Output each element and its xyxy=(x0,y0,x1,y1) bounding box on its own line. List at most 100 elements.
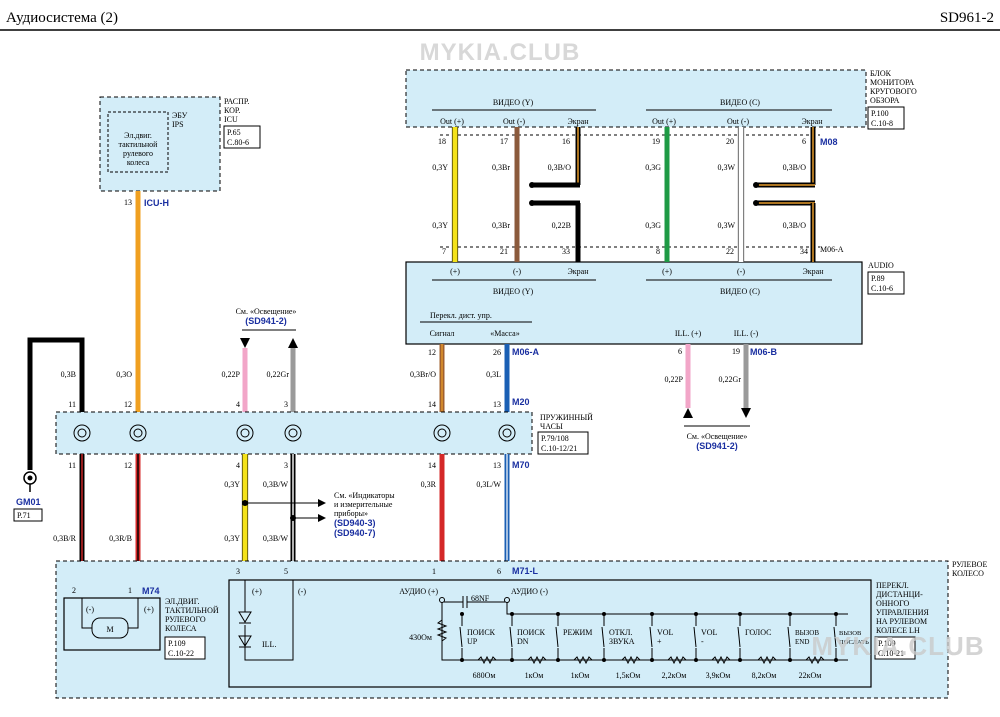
lower-wire-w6: 0,3L/W xyxy=(476,480,501,489)
vw4-wire-bottom: 0,3G xyxy=(645,221,661,230)
remote-pin-a: 12 xyxy=(428,348,436,357)
svg-text:VOL: VOL xyxy=(657,628,674,637)
monitor-title-line2: МОНИТОРА xyxy=(870,78,914,87)
monitor-screen-c: Экран xyxy=(802,117,824,126)
svg-text:UP: UP xyxy=(467,637,478,646)
audio-plus-y: (+) xyxy=(450,267,460,276)
resistor-2: 1кОм xyxy=(525,671,544,680)
audio-ill-minus: ILL. (-) xyxy=(734,329,759,338)
indicator-arrow-1 xyxy=(318,499,326,507)
upper-wire-w4: 0,3L xyxy=(486,370,501,379)
monitor-video-c: ВИДЕО (C) xyxy=(720,98,760,107)
indicator-arrow-2 xyxy=(318,514,326,522)
vw5-pin-top: 20 xyxy=(726,137,734,146)
r-main: 430Ом xyxy=(409,633,432,642)
steering-wheel-zone xyxy=(55,560,949,699)
lighting-right-arrow-pink xyxy=(683,408,693,418)
svg-text:ГОЛОС: ГОЛОС xyxy=(745,628,771,637)
vw5-pin-bottom: 22 xyxy=(726,247,734,256)
cs-pin-bottom-4: 3 xyxy=(284,461,288,470)
indicators-ref1: (SD940-3) xyxy=(334,518,376,528)
lighting-left-ref: (SD941-2) xyxy=(245,316,287,326)
cs-pin-top-4: 3 xyxy=(284,400,288,409)
vw3-wire-top: 0,3B/O xyxy=(548,163,572,172)
ecu-inner-line4: колеса xyxy=(127,158,150,167)
cs-pin-top-1: 11 xyxy=(68,400,76,409)
ground-icon-core xyxy=(27,475,33,481)
monitor-out-minus-c: Out (-) xyxy=(727,117,749,126)
vw6-pin-top: 6 xyxy=(802,137,806,146)
lower-wire-w3a: 0,3Y xyxy=(224,480,240,489)
vw5-wire-top: 0,3W xyxy=(717,163,735,172)
led-icon xyxy=(238,611,252,623)
ground-ref-box xyxy=(13,508,43,522)
upper-wire-w3: 0,3Br/O xyxy=(410,370,436,379)
lighting-right-arrow-gray xyxy=(741,408,751,418)
audio-title: AUDIO xyxy=(868,261,894,270)
audio-ill-plus: ILL. (+) xyxy=(675,329,702,338)
vw3-pin-top: 16 xyxy=(562,137,570,146)
svg-text:ОТКЛ.: ОТКЛ. xyxy=(609,628,632,637)
switch-ref-line2: C.10-21 xyxy=(878,649,904,658)
clock-spring-ref-line1: P.79/108 xyxy=(541,434,569,443)
audio-minus-y: (-) xyxy=(513,267,521,276)
remote-switch-box xyxy=(228,579,872,688)
monitor-out-plus-c: Out (+) xyxy=(652,117,676,126)
resistor-7: 8,2кОм xyxy=(752,671,777,680)
resistor-8: 22кОм xyxy=(799,671,822,680)
vw1-pin-bottom: 7 xyxy=(442,247,446,256)
switch-ref-line1: P.109 xyxy=(878,639,896,648)
cs-pin-bottom-6: 13 xyxy=(493,461,501,470)
clock-spring-coil-4 xyxy=(284,424,302,442)
switch-line2: ДИСТАНЦИ- xyxy=(876,590,923,599)
motor-line2: ТАКТИЛЬНОЙ xyxy=(165,606,219,615)
switch-line6: КОЛЕСЕ LH xyxy=(876,626,920,635)
ecu-ips-zone xyxy=(99,96,221,192)
splice-c-1 xyxy=(753,182,759,188)
wire-ground-black xyxy=(27,337,85,470)
clock-spring-connector-top: M20 xyxy=(512,397,530,407)
ecu-inner-line2: тактильной xyxy=(119,140,159,149)
lighting-left-arrow-gray xyxy=(288,338,298,348)
cs-pin-bottom-1: 11 xyxy=(68,461,76,470)
button-6: VOL - xyxy=(693,612,718,662)
clock-spring-coil-2 xyxy=(129,424,147,442)
monitor-out-plus-y: Out (+) xyxy=(440,117,464,126)
lighting-right-pin-a: 6 xyxy=(678,347,682,356)
lower-wire-w1: 0,3B/R xyxy=(53,534,77,543)
resistor-4: 1,5кОм xyxy=(616,671,641,680)
vw2-pin-bottom: 21 xyxy=(500,247,508,256)
button-8: ВЫЗОВ END xyxy=(787,612,819,662)
motor-leads xyxy=(81,598,139,629)
lighting-right-ref: (SD941-2) xyxy=(696,441,738,451)
svg-text:+: + xyxy=(657,637,662,646)
lower-wire-w5: 0,3R xyxy=(421,480,437,489)
switch-line4: УПРАВЛЕНИЯ xyxy=(876,608,930,617)
svg-text:VOL: VOL xyxy=(701,628,718,637)
upper-wire-w1: 0,3B xyxy=(61,370,76,379)
steering-title-line2: КОЛЕСО xyxy=(952,569,984,578)
vw6-wire-bottom: 0,3B/O xyxy=(783,221,807,230)
audio-plus-label: АУДИО (+) xyxy=(399,587,438,596)
resistor-1: 680Ом xyxy=(473,671,496,680)
svg-text:END: END xyxy=(795,638,809,646)
lighting-left-wire-b: 0,22Gr xyxy=(267,370,290,379)
splice-y-1 xyxy=(529,182,535,188)
cs-pin-top-2: 12 xyxy=(124,400,132,409)
switch-line1: ПЕРЕКЛ. xyxy=(876,581,909,590)
clock-spring-ref-line2: C.10-12/21 xyxy=(541,444,577,453)
monitor-out-minus-y: Out (-) xyxy=(503,117,525,126)
upper-wire-w2: 0,3O xyxy=(116,370,132,379)
diagram-code: SD961-2 xyxy=(940,10,994,26)
audio-connector-b: M06-B xyxy=(750,347,778,357)
sw-pin-1: 3 xyxy=(236,567,240,576)
vw1-pin-top: 18 xyxy=(438,137,446,146)
lighting-left-arrow-pink xyxy=(240,338,250,348)
button-4: ОТКЛ. ЗВУКА xyxy=(601,612,635,662)
cap-value: 68NF xyxy=(471,594,490,603)
sw-pin-3: 1 xyxy=(432,567,436,576)
motor-symbol: M xyxy=(106,625,113,634)
ground-name: GM01 xyxy=(16,497,41,507)
ecu-ref-box xyxy=(223,125,261,149)
motor-ref-box xyxy=(164,636,206,660)
